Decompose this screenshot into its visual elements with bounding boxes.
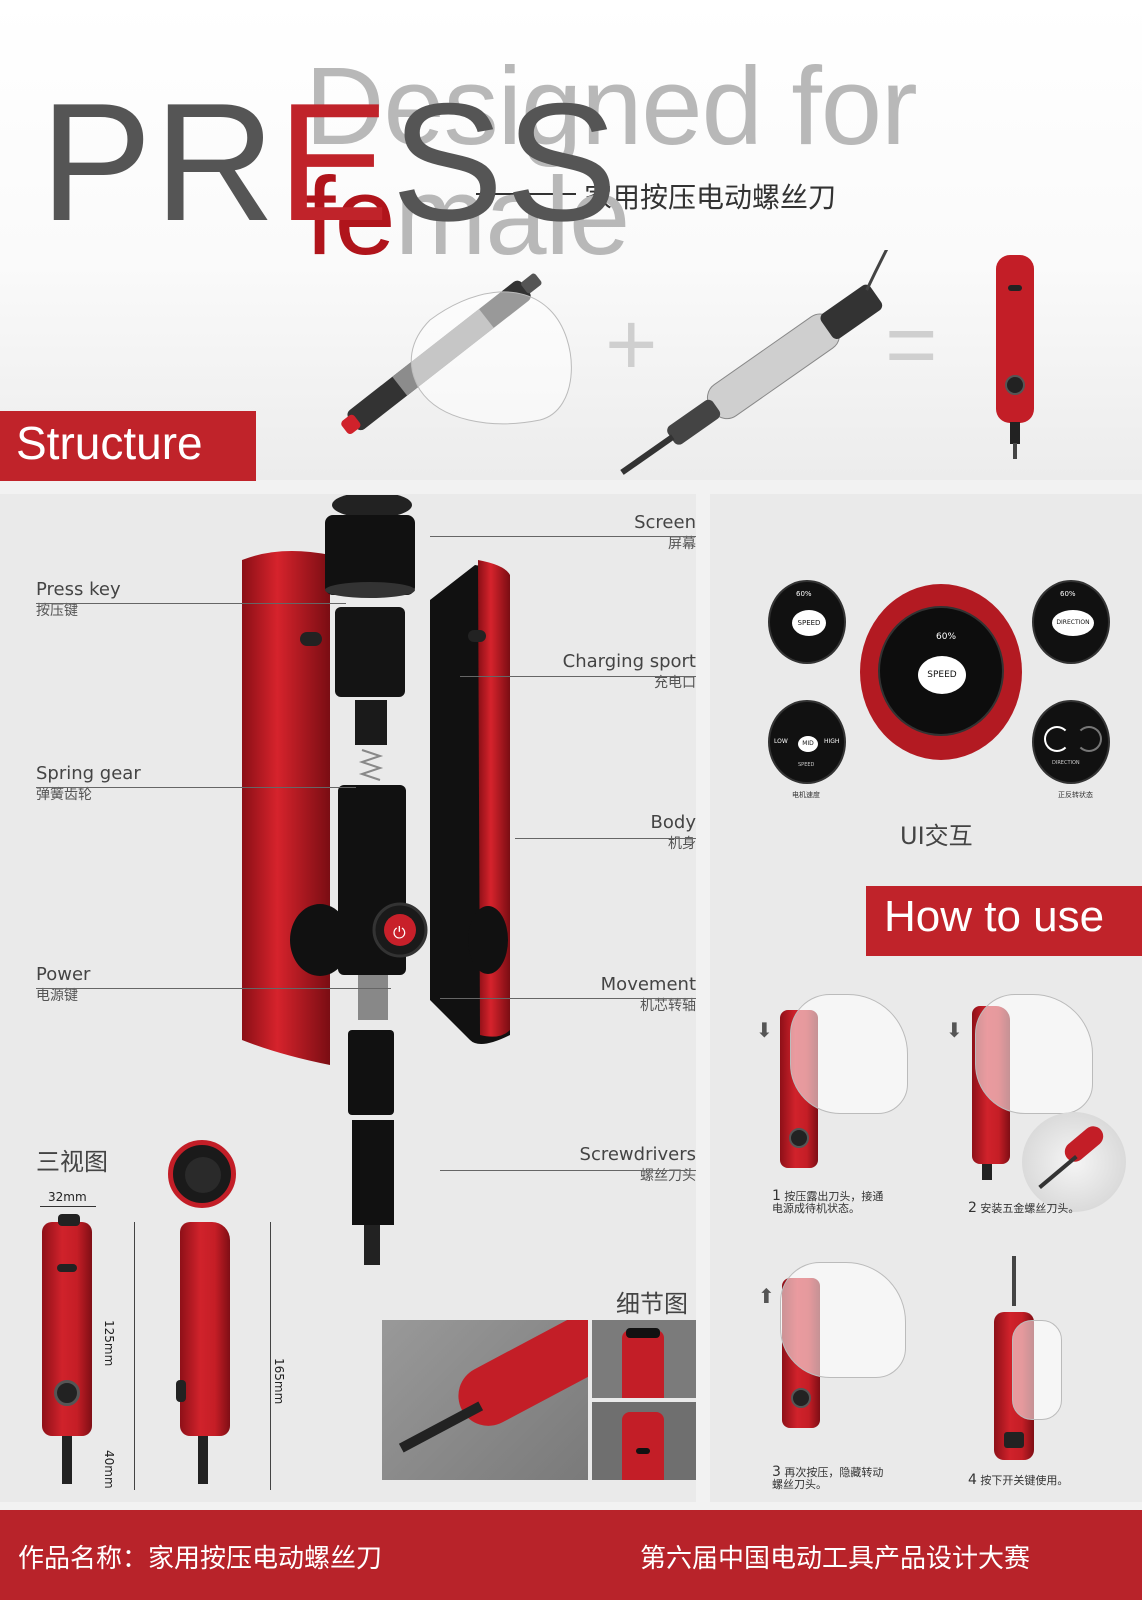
label-screen: Screen 屏幕	[634, 512, 696, 552]
ui-caption-direction: 正反转状态	[1058, 791, 1093, 799]
label-charging-port: Charging sport 充电口	[562, 651, 696, 691]
svg-text:⏻: ⏻	[393, 923, 406, 942]
step2-hand	[975, 994, 1093, 1114]
leader-body	[515, 838, 696, 839]
width-dimension: 32mm	[48, 1190, 87, 1204]
front-view-bit	[62, 1436, 72, 1484]
equals-sign: =	[885, 295, 938, 395]
top-view	[168, 1140, 236, 1208]
how-to-use-banner: How to use	[866, 886, 1142, 956]
exploded-view: ⏻	[242, 495, 510, 1265]
side-view	[176, 1222, 230, 1436]
detail-title: 细节图	[616, 1290, 688, 1318]
ui-screen-levels: LOW MID HIGH SPEED	[768, 700, 846, 784]
leader-movement	[440, 998, 696, 999]
ui-caption-speed: 电机速度	[792, 791, 820, 799]
ui-screen-rotation: DIRECTION	[1032, 700, 1110, 784]
press-key-cap	[325, 515, 415, 595]
label-spring-gear: Spring gear 弹簧齿轮	[36, 763, 141, 803]
height-dimension-line	[134, 1222, 135, 1490]
step4-thumb	[1012, 1320, 1062, 1420]
front-view	[42, 1222, 92, 1436]
detail-bottom	[592, 1402, 696, 1480]
bit-dimension: 40mm	[102, 1450, 116, 1489]
bit-holder	[352, 1120, 394, 1225]
spring	[358, 749, 384, 781]
step1-hand	[790, 994, 908, 1114]
step4-caption: 4 按下开关键使用。	[968, 1472, 1069, 1488]
up-arrow-icon: ⬆	[758, 1284, 775, 1308]
leader-press-key	[36, 603, 346, 604]
step3-caption: 3 再次按压，隐藏转动螺丝刀头。	[772, 1464, 884, 1491]
detail-closeup	[382, 1320, 588, 1480]
press-product-illustration	[996, 255, 1034, 459]
front-view-cap	[58, 1214, 80, 1226]
step2-bit	[982, 1164, 992, 1180]
leader-power	[36, 988, 391, 989]
three-view-title: 三视图	[36, 1148, 108, 1176]
ui-main-device: 60% SPEED	[860, 584, 1022, 760]
movement	[348, 1030, 394, 1115]
footer-competition: 第六届中国电动工具产品设计大赛	[640, 1544, 1031, 1574]
width-dimension-line	[40, 1206, 96, 1207]
label-movement: Movement 机芯转轴	[600, 974, 696, 1014]
label-screwdrivers: Screwdrivers 螺丝刀头	[579, 1144, 696, 1184]
tagline: Designed for female	[305, 45, 918, 278]
total-dimension: 165mm	[272, 1358, 286, 1405]
ui-screen-speed: 60% SPEED	[768, 580, 846, 664]
plus-sign: +	[605, 295, 658, 395]
industrial-screwdriver-illustration	[620, 250, 907, 475]
concept-equation: + =	[341, 250, 1034, 475]
leader-spring-gear	[36, 787, 356, 788]
ui-screen-direction: 60% DIRECTION	[1032, 580, 1110, 664]
structure-banner: Structure	[0, 411, 256, 481]
leader-charging-port	[460, 676, 696, 677]
down-arrow-icon: ⬇	[946, 1018, 963, 1042]
step1-caption: 1 按压露出刀头，接通电源成待机状态。	[772, 1188, 884, 1215]
header	[0, 0, 1142, 480]
step4-bit	[1012, 1256, 1016, 1306]
charging-module	[335, 607, 405, 697]
label-power: Power 电源键	[36, 964, 91, 1004]
label-body: Body 机身	[650, 812, 696, 852]
leader-screwdrivers	[440, 1170, 696, 1171]
pen-illustration	[341, 273, 572, 434]
down-arrow-icon: ⬇	[756, 1018, 773, 1042]
step2-caption: 2 安装五金螺丝刀头。	[968, 1200, 1080, 1216]
total-dimension-line	[270, 1222, 271, 1490]
detail-top	[592, 1320, 696, 1398]
footer: 作品名称：家用按压电动螺丝刀 第六届中国电动工具产品设计大赛	[0, 1510, 1142, 1600]
body-dimension: 125mm	[102, 1320, 116, 1367]
subtitle-rule	[476, 193, 576, 195]
step3-hand	[780, 1262, 906, 1378]
power-button	[384, 914, 416, 946]
leader-screen	[430, 536, 696, 537]
ui-title: UI交互	[900, 822, 973, 850]
label-press-key: Press key 按压键	[36, 579, 121, 619]
footer-project-name: 作品名称：家用按压电动螺丝刀	[18, 1544, 383, 1574]
step2-bit-closeup	[1022, 1112, 1126, 1212]
product-subtitle: 家用按压电动螺丝刀	[584, 181, 837, 214]
side-view-bit	[198, 1436, 208, 1484]
brand-title: PRESS	[40, 68, 620, 256]
